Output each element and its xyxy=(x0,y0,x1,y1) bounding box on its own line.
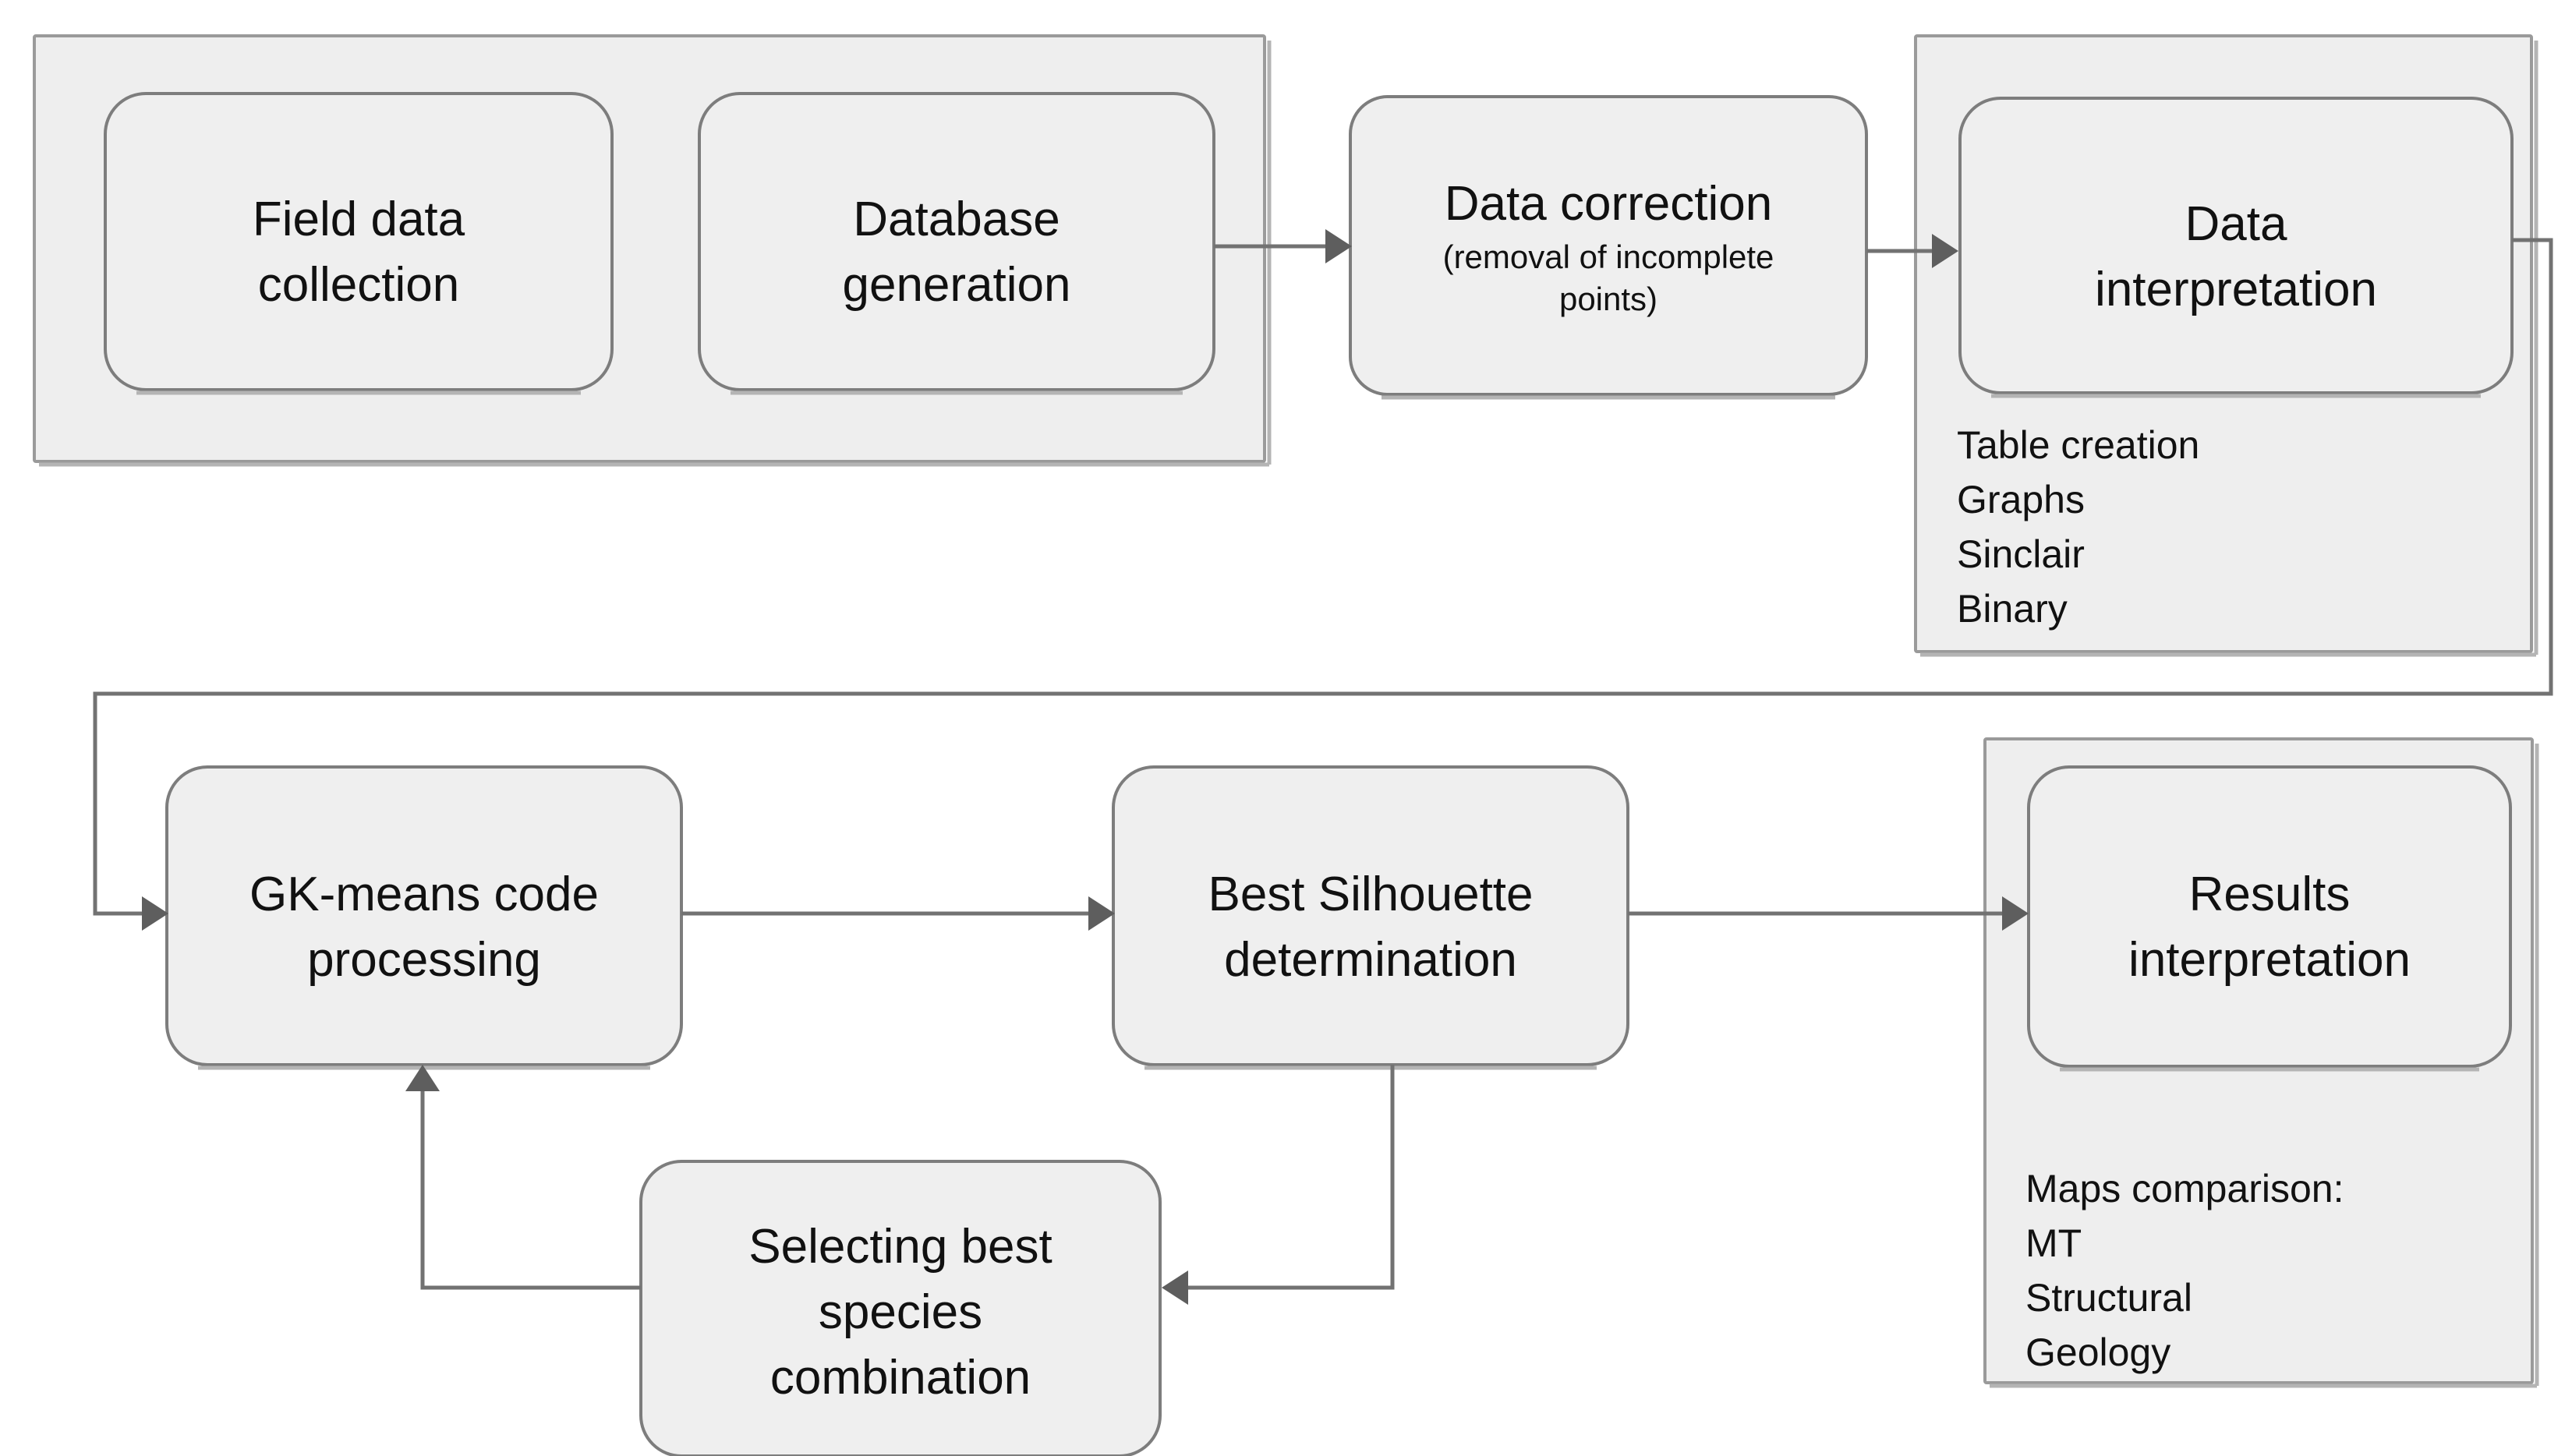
results-interpretation-label-line1: Results xyxy=(2189,868,2351,921)
gk-means-box[interactable] xyxy=(165,765,683,1066)
data-interpretation-label-line1: Data xyxy=(2185,197,2287,251)
field-data-collection-label-line1: Field data xyxy=(253,193,465,246)
results-interpretation-list-item-0: Maps comparison: xyxy=(2025,1167,2344,1210)
arrow-head-icon xyxy=(1162,1270,1188,1305)
connector-silhouette-to-selecting xyxy=(1162,1065,1395,1305)
arrow-head-icon xyxy=(405,1065,440,1091)
data-correction-label-line2: (removal of incomplete xyxy=(1443,239,1774,275)
selecting-best-species-label-line2: species xyxy=(819,1285,982,1339)
connector-interpretation-to-gkmeans xyxy=(93,238,2553,931)
connector-correction-to-interpretation xyxy=(1866,234,1958,268)
data-interpretation-list-item-0: Table creation xyxy=(1957,423,2199,467)
node-data-interpretation[interactable]: Data interpretation xyxy=(1958,97,2514,398)
data-correction-label-line3: points) xyxy=(1559,281,1657,317)
connector-database-to-correction xyxy=(1214,229,1352,263)
best-silhouette-box[interactable] xyxy=(1112,765,1629,1066)
gk-means-label-line1: GK-means code xyxy=(249,868,599,921)
connector-selecting-to-gkmeans xyxy=(405,1065,641,1290)
field-data-collection-label-line2: collection xyxy=(258,258,459,312)
data-interpretation-list-item-2: Sinclair xyxy=(1957,532,2085,576)
data-interpretation-group-shadow xyxy=(1920,41,2538,657)
connector-gkmeans-to-silhouette xyxy=(681,896,1115,931)
results-interpretation-label-line2: interpretation xyxy=(2128,933,2411,987)
database-generation-label-line2: generation xyxy=(842,258,1070,312)
node-selecting-best-species[interactable]: Selecting best species combination xyxy=(639,1160,1162,1456)
arrow-head-icon xyxy=(142,896,168,931)
database-generation-box[interactable] xyxy=(698,92,1215,391)
results-interpretation-list-item-2: Structural xyxy=(2025,1276,2192,1320)
selecting-best-species-label-line1: Selecting best xyxy=(748,1220,1052,1274)
node-results-interpretation[interactable]: Results interpretation xyxy=(2027,765,2512,1072)
data-interpretation-box[interactable] xyxy=(1958,97,2514,394)
arrow-head-icon xyxy=(1088,896,1115,931)
results-interpretation-list-item-1: MT xyxy=(2025,1221,2082,1265)
results-interpretation-list-item-3: Geology xyxy=(2025,1331,2170,1374)
connector-line xyxy=(1188,1065,1395,1290)
best-silhouette-label-line2: determination xyxy=(1224,933,1517,987)
selecting-best-species-box[interactable] xyxy=(639,1160,1162,1456)
node-best-silhouette[interactable]: Best Silhouette determination xyxy=(1112,765,1629,1070)
connector-silhouette-to-results xyxy=(1628,896,2029,931)
gk-means-label-line2: processing xyxy=(307,933,541,987)
connector-line xyxy=(420,1091,641,1290)
arrow-head-icon xyxy=(1932,234,1958,268)
node-data-correction[interactable]: Data correction (removal of incomplete p… xyxy=(1349,95,1868,400)
best-silhouette-label-line1: Best Silhouette xyxy=(1208,868,1533,921)
data-interpretation-list-item-1: Graphs xyxy=(1957,478,2085,521)
results-interpretation-list: Maps comparison: MT Structural Geology xyxy=(2025,1167,2344,1374)
field-data-collection-box[interactable] xyxy=(104,92,614,391)
database-generation-label-line1: Database xyxy=(853,193,1060,246)
data-interpretation-list: Table creation Graphs Sinclair Binary xyxy=(1957,423,2199,631)
node-database-generation[interactable]: Database generation xyxy=(698,92,1215,395)
arrow-head-icon xyxy=(1325,229,1352,263)
node-gk-means[interactable]: GK-means code processing xyxy=(165,765,683,1070)
connector-line xyxy=(93,238,2553,916)
arrow-head-icon xyxy=(2002,896,2029,931)
acquisition-group-shadow xyxy=(39,41,1272,467)
data-interpretation-list-item-3: Binary xyxy=(1957,587,2068,631)
results-interpretation-group-shadow xyxy=(1990,744,2539,1388)
data-interpretation-label-line2: interpretation xyxy=(2095,263,2377,316)
data-correction-label-line1: Data correction xyxy=(1445,177,1772,231)
node-field-data-collection[interactable]: Field data collection xyxy=(104,92,614,395)
selecting-best-species-label-line3: combination xyxy=(770,1351,1031,1405)
results-interpretation-box[interactable] xyxy=(2027,765,2512,1068)
